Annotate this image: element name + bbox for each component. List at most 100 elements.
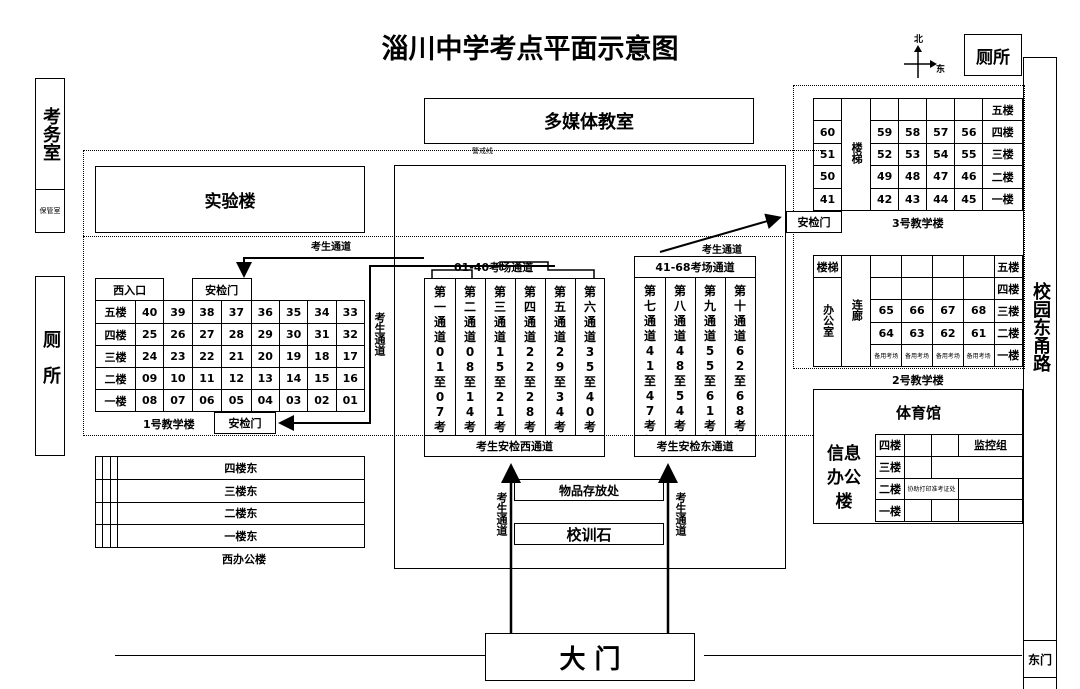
grid-cell: 66 [901, 299, 933, 323]
main-gate: 大 门 [485, 633, 695, 681]
grid-cell [962, 276, 995, 301]
grid-cell: 三楼 [875, 455, 905, 479]
passage-label-vertical-gate-left: 考生通道 [495, 492, 508, 536]
grid-cell: 36 [250, 300, 280, 324]
cordon-label: 警戒线 [472, 147, 493, 155]
grid-cell: 67 [931, 299, 964, 323]
compass-east-label: 东 [936, 65, 946, 75]
grid-cell: 54 [926, 142, 956, 167]
grid-cell: 03 [278, 389, 309, 412]
grid-cell [931, 434, 959, 457]
grid-cell [958, 455, 1023, 479]
grid-cell: 五楼 [982, 97, 1023, 122]
grid-cell [931, 255, 964, 278]
grid-cell: 59 [870, 120, 900, 144]
grid-cell: 20 [250, 345, 280, 368]
item-storage: 物品存放处 [514, 479, 664, 501]
grid-cell: 65 [870, 299, 903, 323]
grid-cell: 33 [335, 300, 366, 324]
grid-cell [870, 97, 900, 122]
grid-cell: 31 [307, 323, 337, 346]
grid-cell: 14 [278, 367, 309, 390]
grid-cell: 五楼 [993, 255, 1024, 278]
grid-cell: 02 [307, 389, 337, 412]
grid-cell: 二楼 [982, 165, 1023, 189]
grid-cell: 一楼东 [116, 524, 366, 548]
grid-cell: 一楼 [875, 499, 905, 522]
grid-cell: 楼梯 [812, 255, 843, 278]
grid-cell: 41 [812, 187, 843, 212]
grid-cell: 47 [926, 165, 956, 189]
floor-label: 三楼 [95, 345, 136, 368]
grid-cell [954, 97, 984, 122]
passage-label-west: 考生通道 [311, 242, 351, 253]
compass-icon [904, 45, 937, 78]
channels-east: 第七通道41至47考场 第八通道48至54考场 第九通道55至61考场 第十通道… [634, 277, 756, 448]
channels-east-footer: 考生安检东通道 [634, 435, 756, 457]
grid-cell: 13 [250, 367, 280, 390]
grid-cell: 11 [191, 367, 223, 390]
floor-label: 二楼 [95, 367, 136, 390]
west-office-grid: 四楼东 三楼东 二楼东 一楼东 [94, 456, 366, 548]
grid-cell: 39 [163, 300, 193, 324]
grid-cell [163, 278, 193, 301]
passage-label-vertical-gate-right: 考生通道 [674, 492, 687, 536]
grid-cell [109, 501, 118, 526]
grid-cell: 52 [870, 142, 900, 167]
grid-cell [870, 276, 903, 301]
grid-cell [898, 97, 928, 122]
toilet-northeast: 厕所 [964, 34, 1022, 76]
grid-cell: 50 [812, 165, 843, 189]
grid-cell: 18 [307, 345, 337, 368]
grid-cell: 56 [954, 120, 984, 144]
grid-cell [931, 499, 959, 522]
east-road [1023, 57, 1057, 689]
grid-cell: 07 [163, 389, 193, 412]
west-entrance: 西入口 [94, 278, 165, 301]
grid-cell: 17 [335, 345, 366, 368]
building3-name: 3号教学楼 [892, 217, 944, 230]
grid-cell: 08 [134, 389, 165, 412]
grid-cell: 04 [250, 389, 280, 412]
grid-cell [109, 456, 118, 480]
grid-cell: 16 [335, 367, 366, 390]
grid-cell: 三楼 [993, 299, 1024, 323]
grid-cell: 43 [898, 187, 928, 212]
grid-cell: 备用考场 [870, 343, 903, 368]
grid-cell [94, 524, 104, 548]
grid-cell [102, 478, 111, 503]
grid-cell: 48 [898, 165, 928, 189]
grid-cell: 42 [870, 187, 900, 212]
motto-stone: 校训石 [514, 523, 664, 545]
grid-cell: 45 [954, 187, 984, 212]
grid-cell: 40 [134, 300, 165, 324]
grid-cell: 备用考场 [931, 343, 964, 368]
grid-cell [958, 477, 1023, 501]
grid-cell: 38 [191, 300, 223, 324]
gym: 体育馆 [896, 404, 942, 422]
grid-cell: 21 [221, 345, 252, 368]
grid-cell [94, 501, 104, 526]
grid-cell: 06 [191, 389, 223, 412]
grid-cell: 二楼东 [116, 501, 366, 526]
grid-cell: 监控组 [958, 434, 1023, 457]
info-office-grid: 四楼监控组 三楼 二楼协助打印准考证处 一楼 [875, 434, 1023, 522]
grid-cell: 37 [221, 300, 252, 324]
grid-cell: 60 [812, 120, 843, 144]
grid-cell: 三楼东 [116, 478, 366, 503]
grid-cell: 64 [870, 321, 903, 345]
grid-cell: 12 [221, 367, 252, 390]
grid-cell [904, 434, 932, 457]
security-gate-b1-bottom: 安检门 [214, 412, 276, 434]
channels-west-header: 01-40考场通道 [454, 261, 534, 274]
channels-east-header: 41-68考场通道 [634, 256, 756, 278]
building2-name: 2号教学楼 [892, 374, 944, 387]
security-gate-b3: 安检门 [786, 211, 842, 233]
grid-cell: 连廊 [841, 255, 872, 367]
grid-cell [926, 97, 956, 122]
cordon-inner-line [83, 236, 783, 237]
grid-cell: 68 [962, 299, 995, 323]
east-road-label: 校园东甬路 [1030, 282, 1051, 372]
grid-cell [901, 255, 933, 278]
